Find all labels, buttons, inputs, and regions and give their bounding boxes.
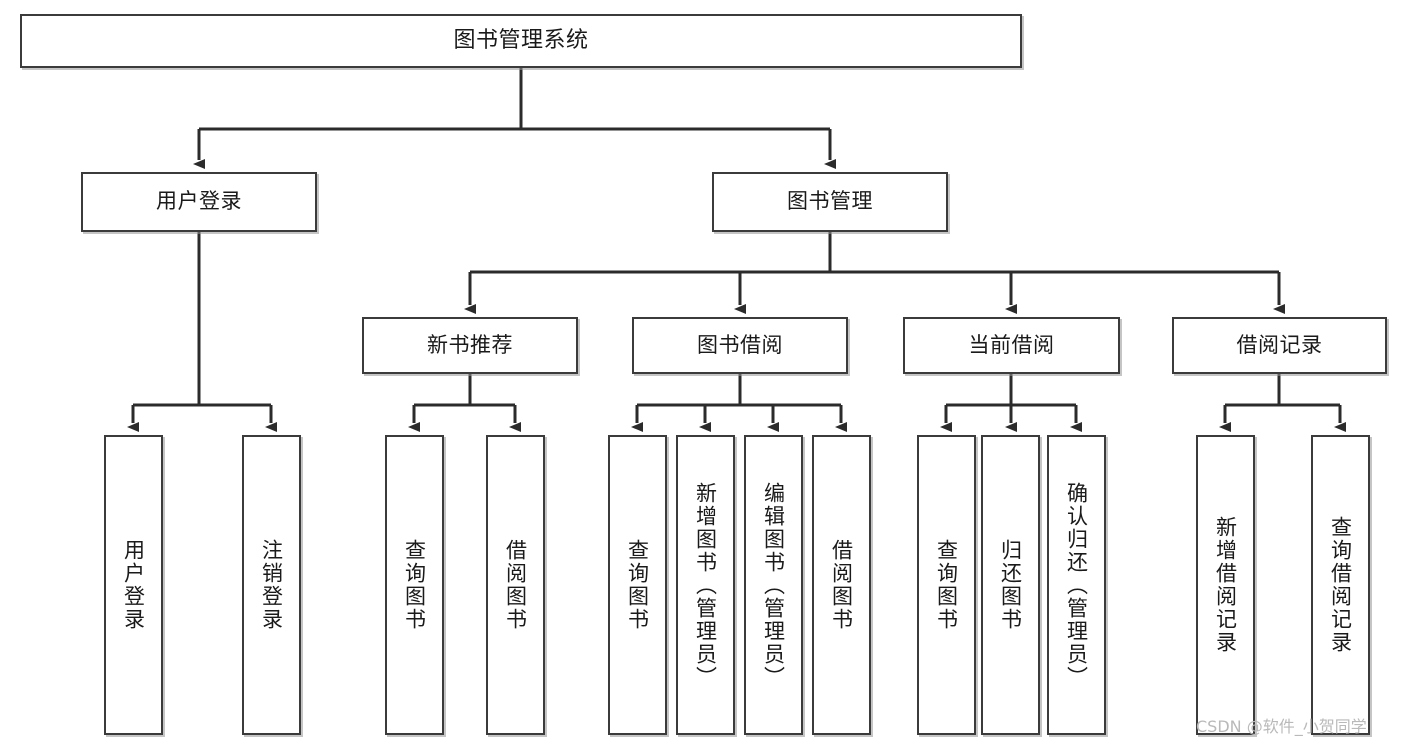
node-borrow-record[interactable]: 借阅记录 xyxy=(1172,317,1387,374)
node-leaf-query-book-rec[interactable]: 查询图书 xyxy=(385,435,444,735)
node-leaf-borrow-book[interactable]: 借阅图书 xyxy=(812,435,871,735)
node-leaf-user-login[interactable]: 用户登录 xyxy=(104,435,163,735)
node-user-login-label: 用户登录 xyxy=(156,189,242,214)
node-book-manage-label: 图书管理 xyxy=(787,189,873,214)
node-current-borrow[interactable]: 当前借阅 xyxy=(903,317,1120,374)
node-leaf-confirm-return-admin-label: 确认归还（管理员） xyxy=(1064,481,1089,689)
node-leaf-add-borrow-record[interactable]: 新增借阅记录 xyxy=(1196,435,1255,735)
node-leaf-add-book-admin-label: 新增图书（管理员） xyxy=(693,481,718,689)
node-root[interactable]: 图书管理系统 xyxy=(20,14,1022,68)
node-leaf-edit-book-admin[interactable]: 编辑图书（管理员） xyxy=(744,435,803,735)
node-leaf-add-book-admin[interactable]: 新增图书（管理员） xyxy=(676,435,735,735)
node-leaf-return-book[interactable]: 归还图书 xyxy=(981,435,1040,735)
node-leaf-query-book-borrow[interactable]: 查询图书 xyxy=(608,435,667,735)
node-leaf-query-borrow-record-label: 查询借阅记录 xyxy=(1328,516,1353,654)
node-leaf-user-login-label: 用户登录 xyxy=(121,539,146,631)
node-book-borrow[interactable]: 图书借阅 xyxy=(632,317,848,374)
node-leaf-query-book-borrow-label: 查询图书 xyxy=(625,539,650,631)
node-leaf-logout-login-label: 注销登录 xyxy=(259,539,284,631)
node-user-login[interactable]: 用户登录 xyxy=(81,172,317,232)
node-leaf-confirm-return-admin[interactable]: 确认归还（管理员） xyxy=(1047,435,1106,735)
node-current-borrow-label: 当前借阅 xyxy=(968,332,1055,357)
node-book-manage[interactable]: 图书管理 xyxy=(712,172,948,232)
node-leaf-query-book-current-label: 查询图书 xyxy=(934,539,959,631)
node-root-label: 图书管理系统 xyxy=(453,27,589,53)
node-leaf-query-borrow-record[interactable]: 查询借阅记录 xyxy=(1311,435,1370,735)
node-leaf-return-book-label: 归还图书 xyxy=(998,539,1023,631)
node-leaf-edit-book-admin-label: 编辑图书（管理员） xyxy=(761,481,786,689)
node-new-book-recommend[interactable]: 新书推荐 xyxy=(362,317,578,374)
node-leaf-logout-login[interactable]: 注销登录 xyxy=(242,435,301,735)
node-leaf-add-borrow-record-label: 新增借阅记录 xyxy=(1213,516,1238,654)
node-leaf-query-book-current[interactable]: 查询图书 xyxy=(917,435,976,735)
node-borrow-record-label: 借阅记录 xyxy=(1236,332,1323,357)
node-book-borrow-label: 图书借阅 xyxy=(697,332,783,357)
node-leaf-borrow-book-label: 借阅图书 xyxy=(829,539,854,631)
node-leaf-borrow-book-rec-label: 借阅图书 xyxy=(503,539,528,631)
node-new-book-recommend-label: 新书推荐 xyxy=(427,332,513,357)
node-leaf-query-book-rec-label: 查询图书 xyxy=(402,539,427,631)
node-leaf-borrow-book-rec[interactable]: 借阅图书 xyxy=(486,435,545,735)
